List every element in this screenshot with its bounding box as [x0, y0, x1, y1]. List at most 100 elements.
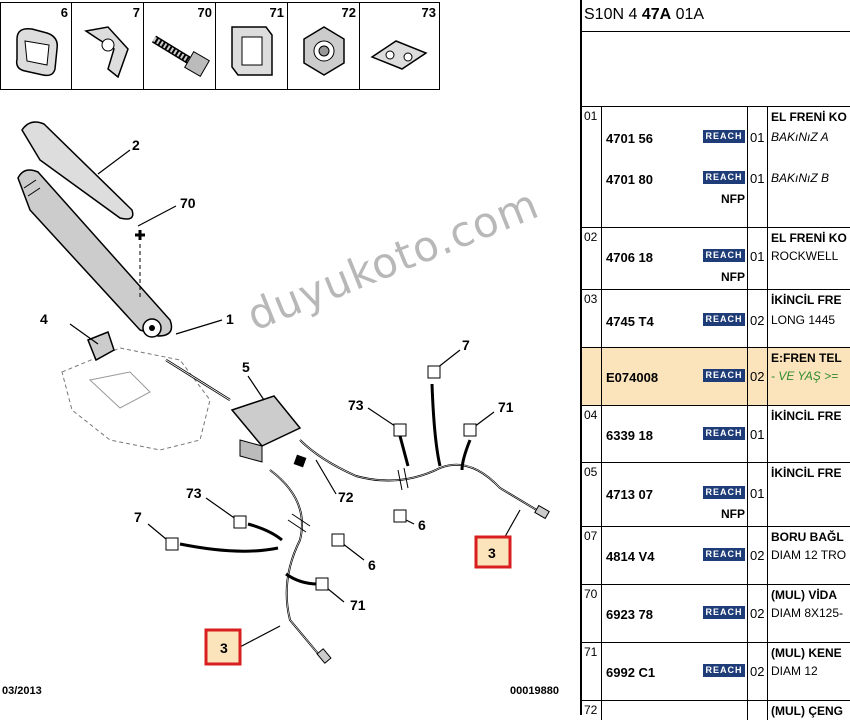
thumb-number: 73	[421, 5, 436, 20]
part-number[interactable]: 4713 07	[606, 487, 653, 502]
screw-icon	[151, 35, 210, 77]
part-cell: E074008 REACH	[603, 348, 748, 405]
desc-cell: İKİNCİL FRE LONG 1445	[769, 290, 850, 347]
reach-badge: REACH	[703, 664, 745, 677]
thumb-number: 70	[197, 5, 212, 20]
part-title: İKİNCİL FRE	[771, 466, 842, 480]
qty-cell: 02	[748, 585, 768, 642]
callout-6b[interactable]: 6	[368, 557, 376, 573]
nfp-label: NFP	[721, 192, 745, 206]
parts-row[interactable]: 72 (MUL) ÇENG	[582, 700, 850, 720]
desc-cell: (MUL) VİDA DIAM 8X125-	[769, 585, 850, 642]
part-title: (MUL) KENE	[771, 646, 842, 660]
thumb-73[interactable]: 73	[360, 2, 440, 90]
part-number[interactable]: 4814 V4	[606, 549, 655, 564]
quantity: 01	[750, 130, 765, 145]
callout-3-box-left[interactable]	[204, 628, 242, 666]
desc-cell: E:FREN TEL- VE YAŞ >=	[769, 348, 850, 405]
ref-prefix: S10N 4	[584, 6, 642, 23]
item-number: 72	[582, 701, 602, 720]
nfp-label: NFP	[721, 507, 745, 521]
pipe-clip-icon	[84, 26, 129, 79]
thumb-number: 7	[132, 5, 140, 20]
thumb-6[interactable]: 6	[0, 2, 72, 90]
thumb-7[interactable]: 7	[72, 2, 144, 90]
part-title: BORU BAĞL	[771, 530, 844, 544]
item-number: 04	[582, 406, 602, 462]
part-description: ROCKWELL	[771, 249, 839, 263]
callout-3-left[interactable]: 3	[220, 640, 228, 656]
thumb-72[interactable]: 72	[288, 2, 360, 90]
part-title: EL FRENİ KO	[771, 110, 847, 124]
callout-1[interactable]: 1	[226, 311, 234, 327]
plate-clip-icon	[370, 40, 428, 70]
item-number: 70	[582, 585, 602, 642]
part-number[interactable]: 4745 T4	[606, 314, 654, 329]
quantity: 01	[750, 427, 765, 442]
quantity: 02	[750, 664, 765, 679]
reach-badge: REACH	[703, 249, 745, 262]
part-number[interactable]: 6992 C1	[606, 665, 656, 680]
item-number: 01	[582, 107, 602, 227]
part-description: - VE YAŞ >=	[771, 369, 839, 383]
quantity: 01	[750, 486, 765, 501]
part-title: (MUL) VİDA	[771, 588, 837, 602]
callout-7b[interactable]: 7	[134, 509, 142, 525]
callout-3-right[interactable]: 3	[488, 545, 496, 561]
callout-7[interactable]: 7	[462, 337, 470, 353]
callout-3-box-right[interactable]	[474, 535, 512, 569]
callout-71b[interactable]: 71	[350, 597, 366, 613]
part-title: EL FRENİ KO	[771, 231, 847, 245]
qty-cell: 02	[748, 527, 768, 584]
callout-73[interactable]: 73	[348, 397, 364, 413]
desc-cell: İKİNCİL FRE	[769, 463, 850, 526]
thumb-71[interactable]: 71	[216, 2, 288, 90]
callout-71[interactable]: 71	[498, 399, 514, 415]
part-number[interactable]: 4701 80	[606, 172, 653, 187]
callout-73b[interactable]: 73	[186, 485, 202, 501]
part-number[interactable]: 4706 18	[606, 250, 653, 265]
thumb-70[interactable]: 70	[144, 2, 216, 90]
thumb-number: 72	[341, 5, 356, 20]
callout-5[interactable]: 5	[242, 359, 250, 375]
callout-72[interactable]: 72	[338, 489, 354, 505]
part-number[interactable]: E074008	[606, 370, 659, 385]
part-number[interactable]: 6339 18	[606, 428, 653, 443]
callout-6[interactable]: 6	[418, 517, 426, 533]
part-description: BAKıNıZ B	[771, 171, 830, 185]
reach-badge: REACH	[703, 369, 745, 382]
diagram-reference: S10N 4 47A 01A	[582, 0, 850, 32]
part-description: DIAM 8X125-	[771, 606, 844, 620]
ref-suffix: 01A	[671, 6, 705, 23]
part-title: İKİNCİL FRE	[771, 293, 842, 307]
parts-panel: S10N 4 47A 01A 01 4701 56 REACH 4701 80 REAC…	[582, 0, 850, 720]
part-number[interactable]: 4701 56	[606, 131, 653, 146]
callout-4[interactable]: 4	[40, 311, 48, 327]
part-description: LONG 1445	[771, 313, 836, 327]
bracket-clip-icon	[231, 26, 273, 76]
reach-badge: REACH	[703, 130, 745, 143]
callout-2[interactable]: 2	[132, 137, 140, 153]
part-number[interactable]: 6923 78	[606, 607, 653, 622]
quantity: 02	[750, 313, 765, 328]
desc-cell: (MUL) ÇENG	[769, 701, 850, 720]
callout-70[interactable]: 70	[180, 195, 196, 211]
